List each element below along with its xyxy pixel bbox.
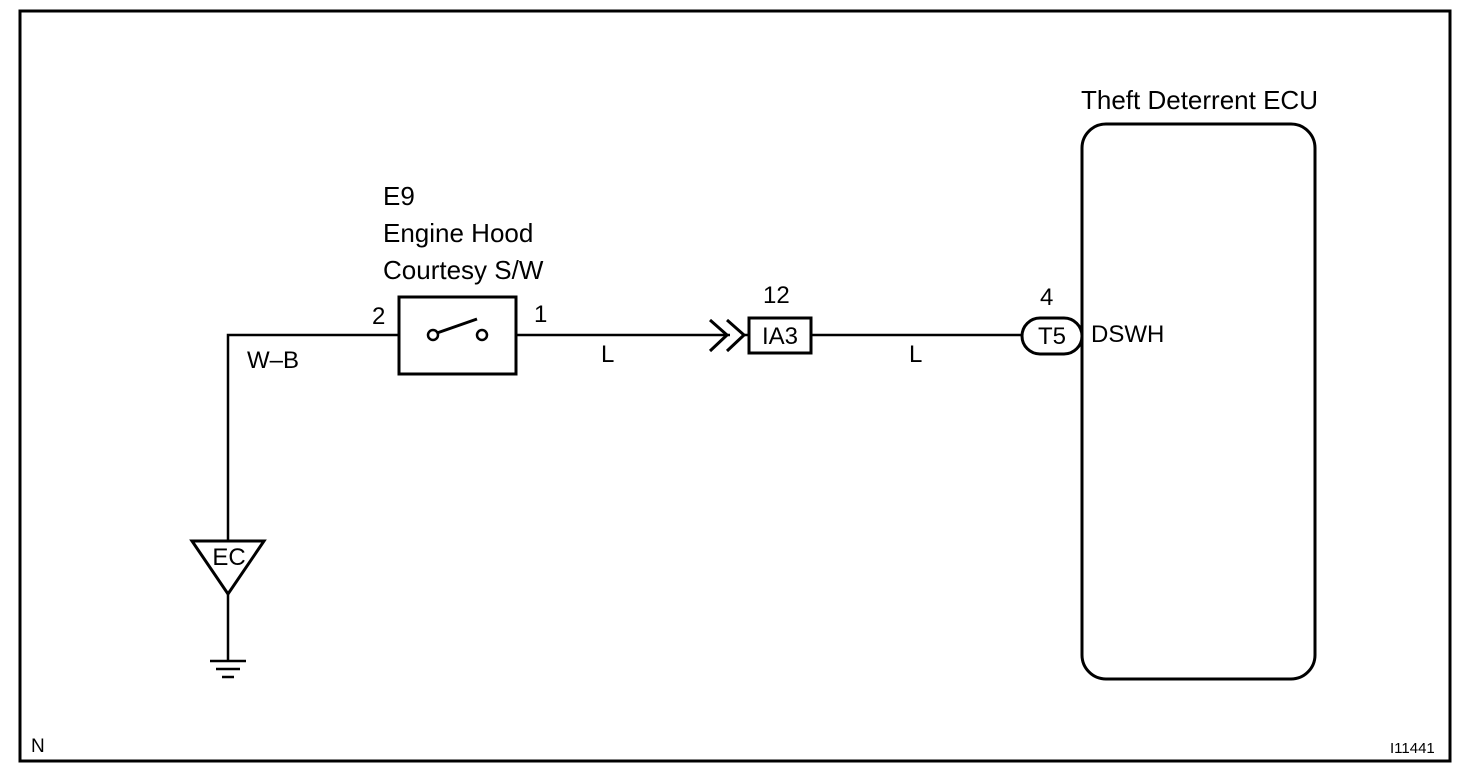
- wire-label-l-1: L: [601, 341, 614, 368]
- ecu-terminal-label: DSWH: [1091, 321, 1164, 348]
- switch-name-line1: Engine Hood: [383, 218, 533, 248]
- switch-lever: [436, 317, 478, 335]
- wire-w-b: [226, 333, 399, 541]
- wire-label-l-2: L: [909, 341, 922, 368]
- junction-pin-number: 12: [763, 282, 790, 309]
- diagram-frame: [18, 9, 1452, 763]
- junction-chevron-outer: [708, 318, 730, 353]
- switch-pin-right: 1: [534, 301, 547, 328]
- switch-contact-left: [426, 328, 440, 342]
- ecu-box: [1080, 122, 1317, 681]
- ecu-title: Theft Deterrent ECU: [1081, 85, 1318, 115]
- ground-symbol-icon: [210, 659, 246, 679]
- ground-point-triangle: [189, 539, 267, 597]
- wire-label-w-b: W–B: [247, 347, 299, 374]
- junction-connector-label: IA3: [762, 323, 798, 350]
- switch-contact-right: [475, 328, 489, 342]
- switch-code: E9: [383, 181, 415, 211]
- ecu-connector-label: T5: [1038, 323, 1066, 350]
- ecu-pin-number: 4: [1040, 284, 1053, 311]
- footer-left-mark: N: [31, 736, 45, 757]
- figure-id: I11441: [1390, 740, 1435, 757]
- switch-box: [397, 295, 518, 376]
- switch-name-line2: Courtesy S/W: [383, 255, 544, 285]
- switch-pin-left: 2: [372, 303, 385, 330]
- ecu-connector-pill: [1020, 316, 1084, 356]
- ground-point-label: EC: [212, 544, 245, 571]
